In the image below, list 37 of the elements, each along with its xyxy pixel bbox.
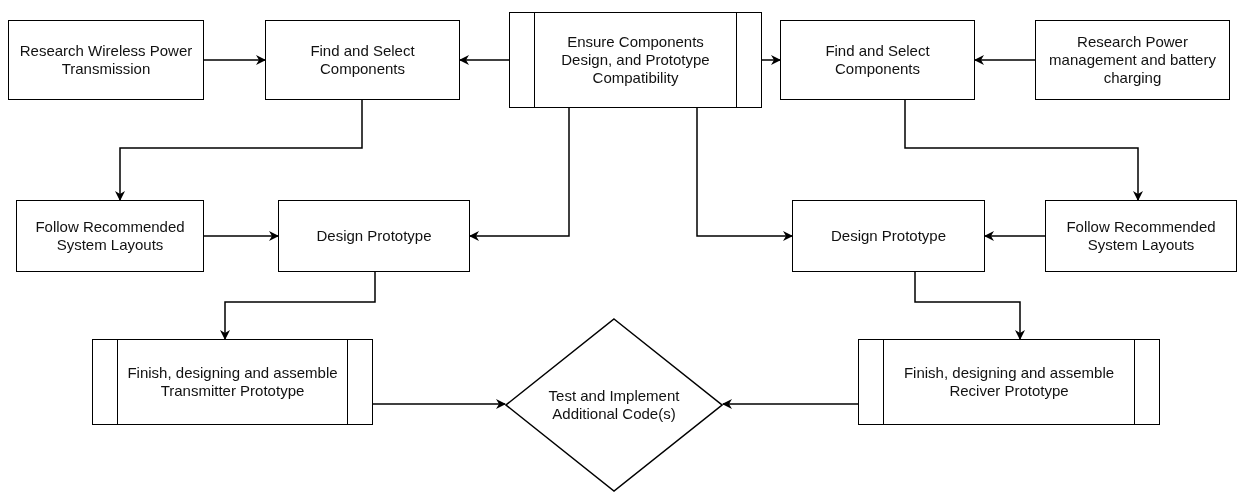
process-box — [1045, 200, 1237, 272]
arrow — [696, 107, 793, 241]
node-label: Design Prototype — [316, 227, 432, 245]
node-label: Research Wireless Power Transmission — [18, 42, 194, 78]
subprocess-box — [92, 339, 373, 425]
arrow — [984, 231, 1046, 241]
arrow — [469, 107, 570, 241]
arrow — [372, 399, 506, 409]
node-label: Ensure Components Design, and Prototype Compatibility — [560, 33, 711, 87]
arrow — [115, 99, 363, 201]
node-label: Test and Implement Additional Code(s) — [547, 387, 681, 423]
process-box — [8, 20, 204, 100]
node-label: Finish, designing and assemble Reciver Prototype — [902, 364, 1116, 400]
subprocess-box — [509, 12, 762, 108]
node-label: Find and Select Components — [824, 42, 931, 78]
subprocess-box — [858, 339, 1160, 425]
arrow — [722, 399, 859, 409]
arrow — [904, 99, 1143, 201]
node-label: Design Prototype — [830, 227, 947, 245]
arrow — [914, 271, 1025, 340]
arrow — [761, 55, 781, 65]
node-label: Follow Recommended System Layouts — [34, 218, 186, 254]
process-box — [780, 20, 975, 100]
arrow — [220, 271, 376, 340]
node-label: Find and Select Components — [309, 42, 416, 78]
process-box — [16, 200, 204, 272]
arrow — [203, 231, 279, 241]
node-label: Follow Recommended System Layouts — [1065, 218, 1217, 254]
arrow — [203, 55, 266, 65]
arrow — [974, 55, 1036, 65]
node-label: Finish, designing and assemble Transmitter Prototype — [126, 364, 339, 400]
process-box — [1035, 20, 1230, 100]
node-label: Research Power management and battery charging — [1048, 33, 1217, 87]
arrow — [459, 55, 510, 65]
process-box — [265, 20, 460, 100]
process-box — [792, 200, 985, 272]
process-box — [278, 200, 470, 272]
